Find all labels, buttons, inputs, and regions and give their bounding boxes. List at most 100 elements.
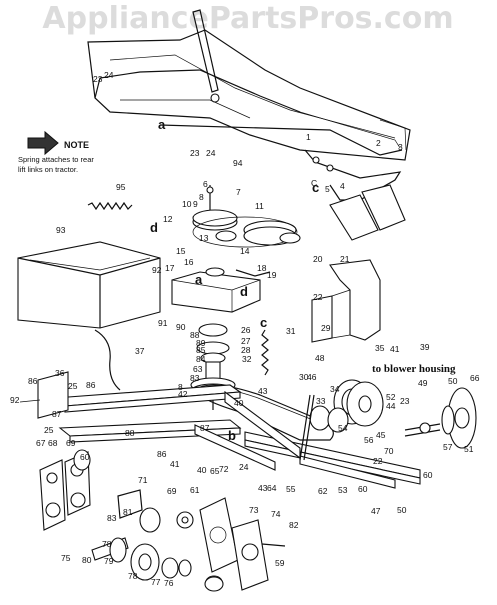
label-letter-c-mid: c: [260, 315, 267, 330]
part-50-circle: [204, 576, 224, 592]
part-number-label: 15: [176, 246, 186, 256]
part-number-label: 24: [206, 148, 216, 158]
part-number-label: 11: [255, 201, 264, 211]
part-number-label: 82: [289, 520, 299, 530]
idler-spring: [261, 329, 269, 376]
hopper-box: [17, 241, 161, 391]
part-number-label: 51: [464, 444, 474, 454]
part-number-label: 25: [68, 381, 78, 391]
part-number-label: 72: [219, 464, 229, 474]
part-number-label: 63: [193, 364, 203, 374]
part-number-label: 87: [200, 423, 210, 433]
part-number-label: 70: [384, 446, 394, 456]
label-letter-a-top: a: [158, 117, 166, 132]
part-number-label: 94: [233, 158, 243, 168]
part-number-label: 76: [164, 578, 174, 588]
gearbox-assembly: [171, 267, 271, 410]
part-number-label: 77: [151, 577, 161, 587]
part-number-label: 83: [190, 373, 200, 383]
part-number-label: 55: [286, 484, 296, 494]
part-number-label: 41: [170, 459, 180, 469]
part-number-label: 75: [61, 553, 71, 563]
part-number-label: 6: [203, 179, 208, 189]
part-number-label: 14: [240, 246, 250, 256]
part-number-label: 92: [10, 395, 20, 405]
part-number-label: 23: [190, 148, 200, 158]
drive-shaft: [299, 394, 315, 461]
part-number-label: 43: [258, 386, 268, 396]
part-number-label: 60: [423, 470, 433, 480]
left-gear-housing: [39, 449, 91, 531]
frame-rails: [19, 371, 421, 489]
part-number-label: 21: [340, 254, 350, 264]
part-number-label: 84: [196, 354, 206, 364]
part-number-label: 56: [364, 435, 374, 445]
blower-pulley: to blower housing: [309, 363, 456, 433]
part-number-label: 24: [239, 462, 249, 472]
part-number-label: 52: [386, 392, 396, 402]
part-number-label: 80: [82, 555, 92, 565]
part-number-label: 10: [182, 199, 192, 209]
part-number-label: 5: [325, 184, 330, 194]
label-letter-c-top: c: [312, 180, 319, 195]
part-number-label: 92: [152, 265, 162, 275]
part-number-label: 85: [196, 345, 206, 355]
label-letter-b: b: [228, 428, 236, 443]
part-number-label: 19: [267, 270, 277, 280]
blower-housing-label: to blower housing: [372, 363, 456, 375]
part-number-label: 34: [330, 384, 340, 394]
part-number-label: 3: [398, 142, 403, 152]
part-number-label: 12: [163, 214, 173, 224]
part-number-label: 69: [167, 486, 177, 496]
part-number-label: 23: [93, 74, 103, 84]
part-number-label: 17: [165, 263, 175, 273]
lift-spring: [87, 201, 133, 211]
part-number-label: 46: [307, 372, 317, 382]
part-number-label: 88: [125, 428, 135, 438]
part-number-label: 57: [443, 442, 453, 452]
letter-labels: a d a d c c b: [150, 117, 319, 443]
part-number-label: 7: [236, 187, 241, 197]
part-number-label: 66: [470, 373, 480, 383]
part-number-label: 18: [257, 263, 267, 273]
belt-guard: [311, 259, 381, 343]
part-number-label: 71: [138, 475, 148, 485]
part-number-label: 69: [66, 438, 76, 448]
part-number-label: C: [311, 178, 317, 188]
part-number-label: 59: [275, 558, 285, 568]
part-number-label: 27: [241, 336, 251, 346]
part-number-label: 30: [299, 372, 309, 382]
part-number-label: 26: [241, 325, 251, 335]
part-number-label: 44: [386, 401, 396, 411]
part-number-label: 67: [36, 438, 46, 448]
part-number-label: 73: [249, 505, 259, 515]
part-number-label: 49: [418, 378, 428, 388]
note-arrow-icon: [27, 130, 59, 156]
part-number-label: 78: [102, 539, 112, 549]
watermark-text: AppliancePartsPros.com: [42, 1, 453, 36]
part-number-label: 36: [55, 368, 65, 378]
part-number-label: 35: [375, 343, 385, 353]
part-number-label: 32: [242, 354, 252, 364]
part-number-label: 86: [157, 449, 167, 459]
part-number-label: 90: [176, 322, 186, 332]
part-number-label: 50: [397, 505, 407, 515]
part-number-label: 53: [338, 485, 348, 495]
part-number-label: 60: [358, 484, 368, 494]
note-text-line1: Spring attaches to rear: [18, 155, 94, 164]
part-number-label: 81: [123, 507, 133, 517]
part-number-label: 54: [338, 423, 348, 433]
part-number-label: 28: [241, 345, 251, 355]
part-number-label: 48: [315, 353, 325, 363]
part-number-label: 22: [313, 292, 323, 302]
part-number-label: 31: [286, 326, 296, 336]
part-number-label: 78: [128, 571, 138, 581]
label-letter-a-mid: a: [195, 272, 203, 287]
part-number-label: 40: [197, 465, 207, 475]
part-number-label: 91: [158, 318, 168, 328]
part-number-label: 37: [135, 346, 145, 356]
part-number-label: 8: [199, 192, 204, 202]
part-number-label: 2: [376, 138, 381, 148]
